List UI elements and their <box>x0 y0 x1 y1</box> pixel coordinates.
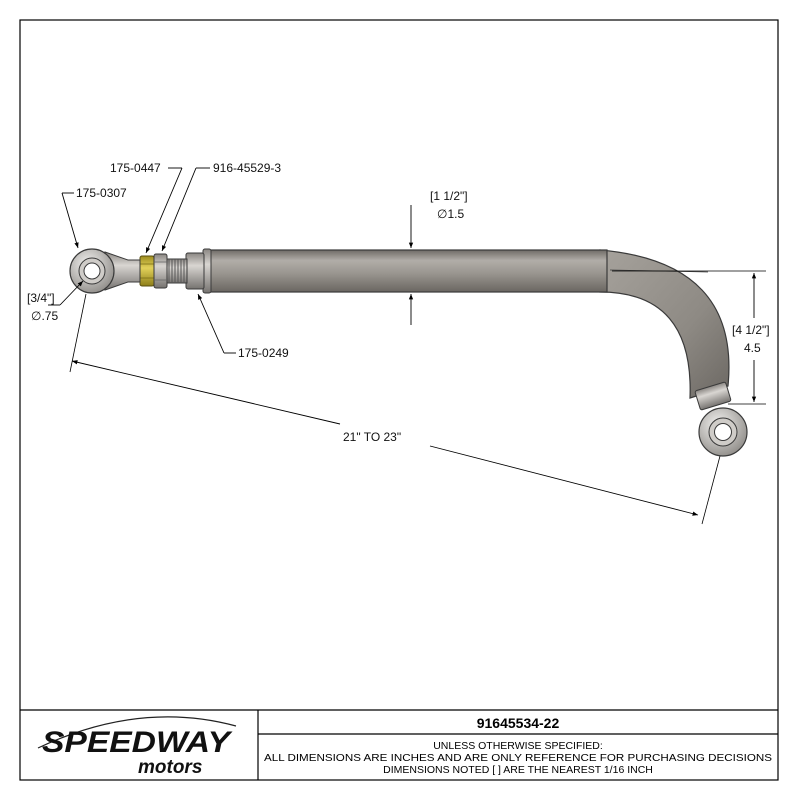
dim-rod-end-bore-fraction: [3/4"] <box>27 291 55 305</box>
dim-rod-end-bore-value: ∅.75 <box>31 309 58 323</box>
callout-spacer: 916-45529-3 <box>161 161 281 252</box>
callout-bung: 175-0249 <box>197 293 289 360</box>
rod-end-left-shank <box>104 251 141 291</box>
dim-tube-diameter-fraction: [1 1/2"] <box>430 189 468 203</box>
dim-tube-diameter-value: ∅1.5 <box>437 207 464 221</box>
rod-threads <box>165 258 188 284</box>
callout-label-rod-end-left: 175-0307 <box>76 186 127 200</box>
sheet-border <box>19 19 779 781</box>
part-number: 91645534-22 <box>477 715 560 731</box>
logo-main-text: SPEEDWAY <box>42 726 233 759</box>
dim-offset-value: 4.5 <box>744 341 761 355</box>
threaded-bung <box>185 252 205 290</box>
spacer <box>153 253 168 289</box>
dim-offset-fraction: [4 1/2"] <box>732 323 770 337</box>
dim-rod-end-bore: [3/4"] ∅.75 <box>27 280 84 323</box>
rod-end-right-bore <box>714 423 732 441</box>
rod-end-right-shank <box>694 381 732 411</box>
logo-sub-text: motors <box>138 757 202 778</box>
logo-swoosh <box>37 716 237 749</box>
dim-overall-length-value: 21" TO 23" <box>343 430 401 444</box>
jam-nut <box>139 255 155 287</box>
tube-bend <box>599 249 730 399</box>
callout-label-bung: 175-0249 <box>238 346 289 360</box>
callout-jam-nut: 175-0447 <box>110 161 183 254</box>
title-block-note-2: ALL DIMENSIONS ARE INCHES AND ARE ONLY R… <box>264 752 772 764</box>
title-block-note-1: UNLESS OTHERWISE SPECIFIED: <box>433 740 603 752</box>
dim-overall-length: 21" TO 23" <box>69 293 721 525</box>
speedway-logo: SPEEDWAY motors <box>37 716 237 778</box>
callout-rod-end-left: 175-0307 <box>61 186 127 249</box>
dim-tube-diameter: [1 1/2"] ∅1.5 <box>408 189 468 325</box>
callout-label-spacer: 916-45529-3 <box>213 161 281 175</box>
title-block-note-3: DIMENSIONS NOTED [ ] ARE THE NEAREST 1/1… <box>383 764 653 776</box>
tube-straight <box>206 249 608 293</box>
callout-label-jam-nut: 175-0447 <box>110 161 161 175</box>
rod-end-left-bore <box>83 262 101 280</box>
tie-rod-assembly <box>69 248 748 457</box>
dim-offset: [4 1/2"] 4.5 <box>612 270 770 405</box>
